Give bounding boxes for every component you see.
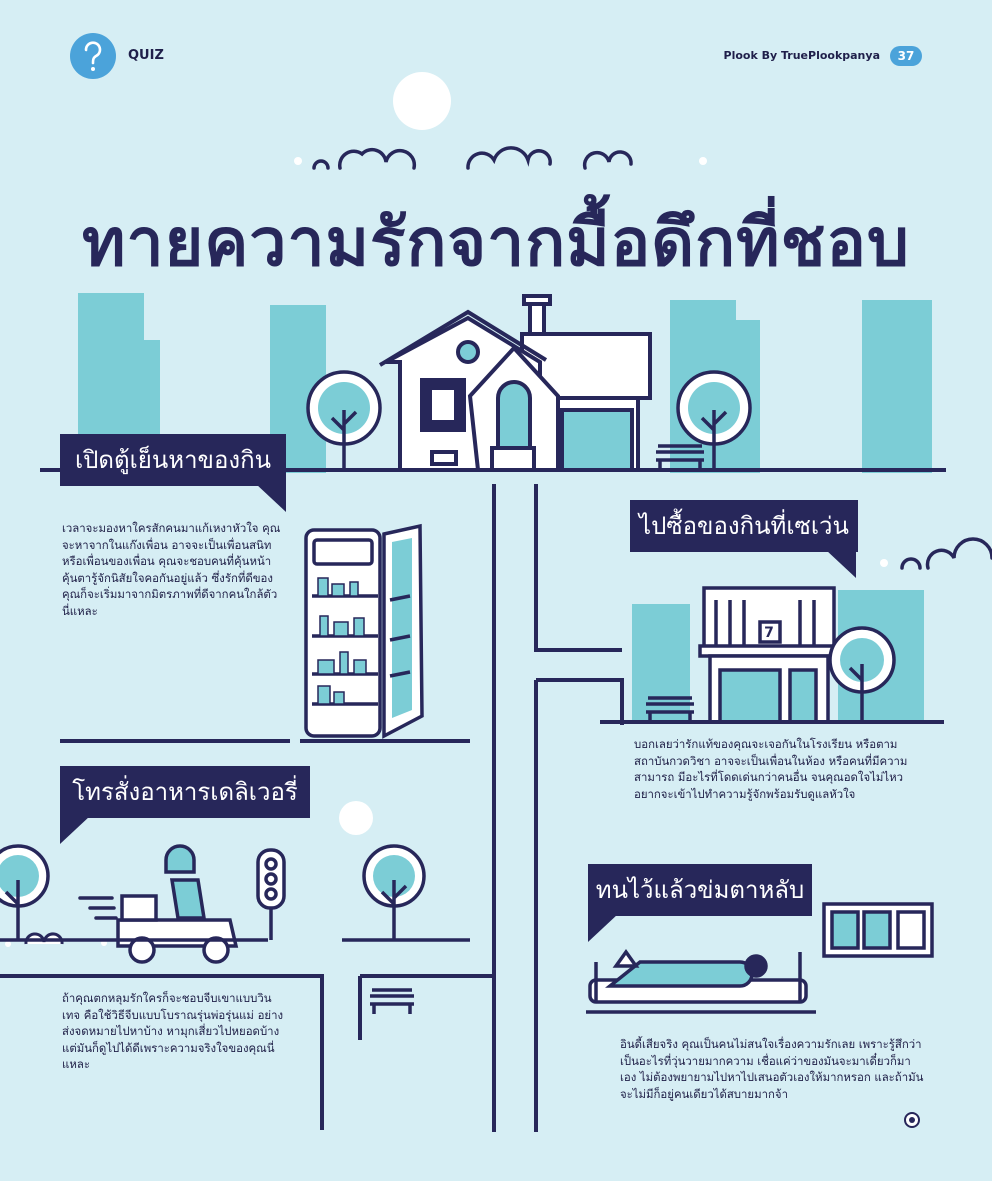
heading-sleep-wrapper: ทนไว้แล้วข่มตาหลับ bbox=[588, 864, 812, 942]
heading-sleep: ทนไว้แล้วข่มตาหลับ bbox=[588, 864, 812, 916]
body-fridge: เวลาจะมองหาใครสักคนมาแก้เหงาหัวใจ คุณจะห… bbox=[62, 521, 281, 618]
delivery-scene bbox=[0, 844, 470, 964]
speech-tail bbox=[826, 550, 856, 578]
tree-left-house bbox=[306, 370, 382, 470]
question-mark-glyph bbox=[84, 41, 102, 71]
body-seven: บอกเลยว่ารักแท้ของคุณจะเจอกันในโรงเรียน … bbox=[634, 737, 908, 801]
small-white-circle bbox=[339, 801, 373, 835]
road-lines bbox=[0, 484, 624, 1132]
heading-delivery-wrapper: โทรสั่งอาหารเดลิเวอรี่ bbox=[60, 766, 310, 844]
end-mark-dot bbox=[909, 1117, 915, 1123]
bench-bottom bbox=[370, 988, 414, 1014]
bench-house bbox=[656, 444, 704, 470]
page-title: ทายความรักจากมื้อดึกที่ชอบ bbox=[82, 204, 910, 281]
body-delivery: ถ้าคุณตกหลุมรักใครก็จะชอบจีบเขาแบบวินเทจ… bbox=[62, 991, 284, 1072]
section-label: QUIZ bbox=[128, 48, 164, 63]
tree-right-house bbox=[676, 370, 752, 470]
heading-seven: ไปซื้อของกินที่เซเว่น bbox=[630, 500, 858, 552]
heading-seven-wrapper: ไปซื้อของกินที่เซเว่น bbox=[630, 500, 858, 578]
speech-tail bbox=[60, 816, 90, 844]
heading-fridge: เปิดตู้เย็นหาของกิน bbox=[60, 434, 286, 486]
speech-tail bbox=[588, 914, 618, 942]
publisher-label: Plook By TruePlookpanya bbox=[723, 49, 880, 62]
clouds-top bbox=[294, 146, 707, 170]
speech-tail bbox=[256, 484, 286, 512]
heading-delivery: โทรสั่งอาหารเดลิเวอรี่ bbox=[60, 766, 310, 818]
end-mark-icon bbox=[904, 1112, 920, 1128]
refrigerator-illustration bbox=[304, 523, 424, 739]
page-number-badge: 37 bbox=[890, 46, 922, 66]
house-illustration bbox=[378, 294, 652, 472]
store-sign: 7 bbox=[764, 625, 774, 641]
clouds-right bbox=[880, 537, 992, 570]
body-sleep: อินดี้เสียจริง คุณเป็นคนไม่สนใจเรื่องควา… bbox=[620, 1037, 924, 1101]
sun-shape bbox=[393, 72, 451, 130]
question-mark-icon bbox=[70, 33, 116, 79]
heading-fridge-wrapper: เปิดตู้เย็นหาของกิน bbox=[60, 434, 286, 512]
bedroom-scene bbox=[586, 902, 934, 1014]
convenience-store-illustration bbox=[600, 586, 944, 724]
